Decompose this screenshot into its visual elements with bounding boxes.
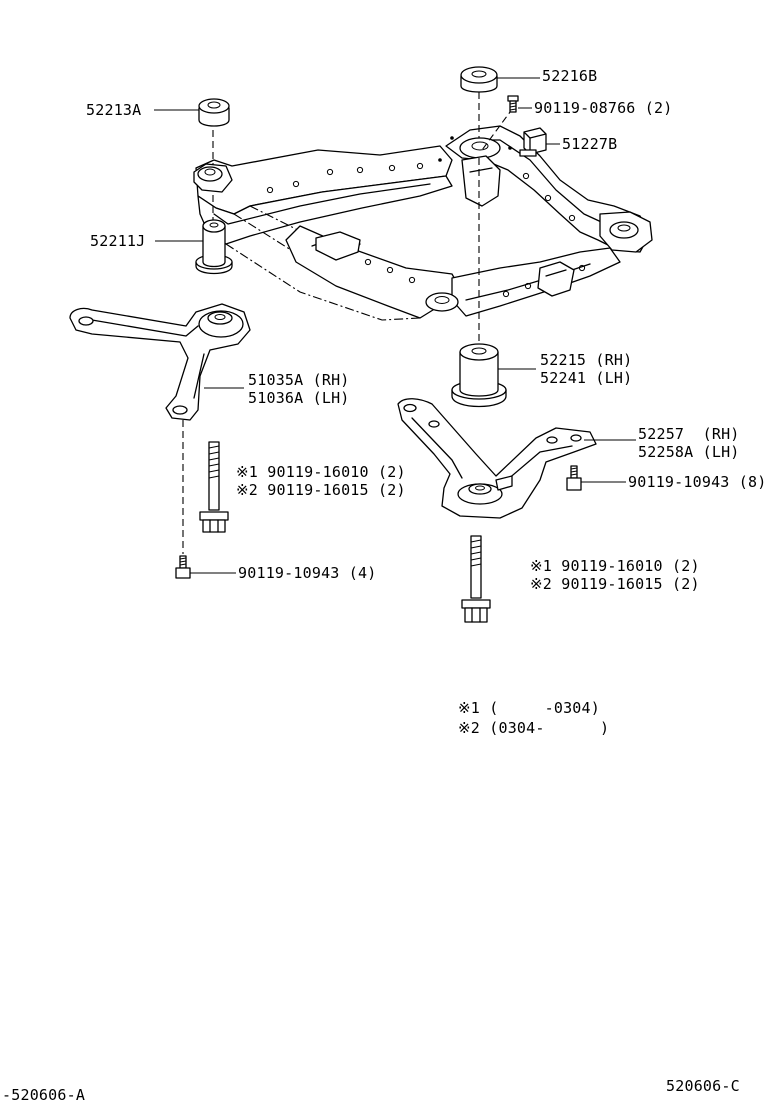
label-51036A: 51036A (LH): [248, 389, 350, 407]
bushing-cap-52216B-icon: [460, 66, 498, 93]
bracket-51035A-icon: [69, 303, 251, 421]
bushing-cap-52213A-icon: [198, 98, 230, 127]
bracket-52257-icon: [397, 398, 597, 519]
label-51227B: 51227B: [562, 135, 618, 153]
frame-detail-icon: [438, 136, 512, 162]
assembly-lines: [182, 92, 514, 554]
label-90119-08766: 90119-08766 (2): [534, 99, 673, 117]
label-right-bolt-1: ※1 90119-16010 (2): [530, 557, 700, 575]
bushing-52215-icon: [451, 343, 507, 408]
bushing-52211J-icon: [195, 219, 233, 275]
label-52211J: 52211J: [90, 232, 146, 250]
label-90119-10943-8: 90119-10943 (8): [628, 473, 766, 491]
label-52216B: 52216B: [542, 67, 598, 85]
frame-crossmember-icon: [193, 125, 653, 321]
label-52257: 52257 (RH): [638, 425, 740, 443]
bolt-right-icon: [461, 535, 491, 623]
footer-right-code: 520606-C: [666, 1077, 740, 1095]
footer-left-code: -520606-A: [2, 1086, 86, 1104]
note-1: ※1 ( -0304): [458, 699, 600, 717]
label-left-bolt-2: ※2 90119-16015 (2): [236, 481, 406, 499]
label-90119-10943-4: 90119-10943 (4): [238, 564, 377, 582]
label-left-bolt-1: ※1 90119-16010 (2): [236, 463, 406, 481]
label-52241: 52241 (LH): [540, 369, 633, 387]
note-2: ※2 (0304- ): [458, 719, 610, 737]
screw-left-icon: [175, 555, 191, 579]
screw-right-icon: [566, 465, 582, 491]
label-right-bolt-2: ※2 90119-16015 (2): [530, 575, 700, 593]
label-52258A: 52258A (LH): [638, 443, 740, 461]
leader-lines: [154, 77, 636, 574]
label-52215: 52215 (RH): [540, 351, 633, 369]
clamp-51227B-icon: [519, 127, 547, 157]
label-52213A: 52213A: [86, 101, 142, 119]
label-51035A: 51035A (RH): [248, 371, 350, 389]
bolt-left-icon: [199, 441, 229, 533]
screw-90119-08766-icon: [507, 95, 519, 113]
